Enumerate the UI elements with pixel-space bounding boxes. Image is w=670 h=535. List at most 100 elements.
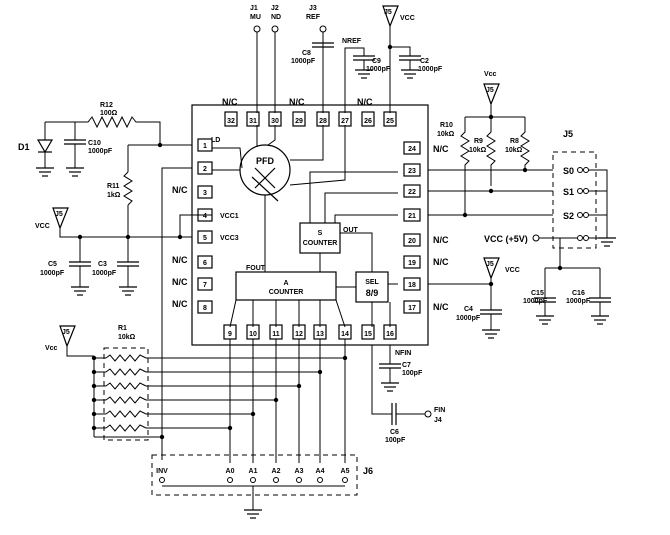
vcc5-terminal bbox=[532, 234, 540, 242]
r12-label: R12 bbox=[100, 102, 113, 109]
vcc1-label: VCC1 bbox=[220, 213, 239, 220]
j5-header bbox=[552, 151, 597, 249]
r9-resistor bbox=[486, 117, 496, 186]
r12-resistor bbox=[45, 115, 161, 145]
pin-6 bbox=[197, 255, 213, 269]
r1-resistor-5 bbox=[105, 424, 147, 432]
j5-header-label: J5 bbox=[563, 129, 573, 139]
j5-s0: S0 bbox=[563, 166, 574, 176]
j3-terminal bbox=[319, 25, 327, 33]
nc-20: N/C bbox=[433, 235, 449, 245]
r10-resistor bbox=[460, 117, 470, 215]
pin-32 bbox=[224, 111, 238, 127]
c10-label: C10 bbox=[88, 140, 101, 147]
pfd-circle bbox=[239, 144, 291, 196]
sel-label2: 8/9 bbox=[366, 288, 379, 298]
nc-17: N/C bbox=[433, 302, 449, 312]
j5-r1-symbol bbox=[59, 325, 76, 348]
pin-26 bbox=[361, 111, 375, 127]
c8-label: C8 bbox=[302, 50, 311, 57]
pin-12-label: 12 bbox=[295, 331, 303, 338]
pin-19 bbox=[403, 255, 421, 269]
pin-29 bbox=[292, 111, 306, 127]
r1-resistor-4 bbox=[105, 410, 147, 418]
j6-pin-INV: INV bbox=[156, 468, 168, 475]
pin-20 bbox=[403, 233, 421, 247]
r9-label: R9 bbox=[474, 138, 483, 145]
j5-r1-label: J5 bbox=[62, 329, 70, 336]
pin-21-label: 21 bbox=[408, 213, 416, 220]
j6-pin-A5: A5 bbox=[341, 468, 350, 475]
j5-top-label: J5 bbox=[384, 9, 392, 16]
c16-label: C16 bbox=[572, 290, 585, 297]
j2-terminal bbox=[271, 25, 279, 33]
r1-resistor-2 bbox=[105, 382, 147, 390]
j6-terminal-A5 bbox=[342, 477, 348, 483]
pin-23 bbox=[403, 163, 421, 177]
vcc-right: Vcc bbox=[484, 71, 497, 78]
r8-resistor bbox=[520, 117, 530, 170]
r9-value: 10kΩ bbox=[469, 147, 487, 154]
nc-7: N/C bbox=[172, 277, 188, 287]
j6-label: J6 bbox=[363, 466, 373, 476]
r1-resistor-1 bbox=[105, 368, 147, 376]
pin-22 bbox=[403, 184, 421, 198]
r1-resistor-3 bbox=[105, 396, 147, 404]
c10-value: 1000pF bbox=[88, 148, 113, 155]
s-counter-label1: S bbox=[318, 230, 323, 237]
pin-5 bbox=[197, 230, 213, 244]
pin-26-label: 26 bbox=[364, 118, 372, 125]
pin-7-label: 7 bbox=[203, 282, 207, 289]
c7-value: 100pF bbox=[402, 370, 423, 377]
pin-15 bbox=[361, 324, 375, 340]
pin-13-label: 13 bbox=[316, 331, 324, 338]
pin-8-label: 8 bbox=[203, 305, 207, 312]
j6-pin-A3: A3 bbox=[295, 468, 304, 475]
r8-label: R8 bbox=[510, 138, 519, 145]
pin-31 bbox=[246, 111, 260, 127]
j1-sub: MU bbox=[250, 14, 261, 21]
pin-1-label: 1 bbox=[203, 143, 207, 150]
c4-value: 1000pF bbox=[456, 315, 481, 322]
pin-24 bbox=[403, 141, 421, 155]
pin-16-label: 16 bbox=[386, 331, 394, 338]
c3-label: C3 bbox=[98, 261, 107, 268]
j4-label: J4 bbox=[434, 417, 442, 424]
d1-diode bbox=[36, 139, 54, 154]
r8-value: 10kΩ bbox=[505, 147, 523, 154]
d1-label: D1 bbox=[18, 142, 30, 152]
pin-10-label: 10 bbox=[249, 331, 257, 338]
a-counter-box bbox=[235, 271, 337, 301]
pin-24-label: 24 bbox=[408, 146, 416, 153]
c7-label: C7 bbox=[402, 362, 411, 369]
fin-label: FIN bbox=[434, 407, 445, 414]
pin-8 bbox=[197, 300, 213, 314]
c15-value: 1000pF bbox=[523, 298, 548, 305]
j6-terminal-A0 bbox=[227, 477, 233, 483]
pin-30-label: 30 bbox=[271, 118, 279, 125]
out-label: OUT bbox=[343, 227, 359, 234]
pfd-x2 bbox=[254, 167, 276, 189]
fout-label: FOUT bbox=[246, 265, 266, 272]
j5-right-label: J5 bbox=[486, 87, 494, 94]
j1-terminal bbox=[253, 25, 261, 33]
pin-29-label: 29 bbox=[295, 118, 303, 125]
j3-label: J3 bbox=[309, 5, 317, 12]
pin-15-label: 15 bbox=[364, 331, 372, 338]
pin-28-label: 28 bbox=[319, 118, 327, 125]
vcc-top: VCC bbox=[400, 15, 415, 22]
pin-32-label: 32 bbox=[227, 118, 235, 125]
j2-sub: ND bbox=[271, 14, 281, 21]
pin-25-label: 25 bbox=[386, 118, 394, 125]
r10-value: 10kΩ bbox=[437, 131, 455, 138]
vcc-pin18: VCC bbox=[505, 267, 520, 274]
c16-value: 1000pF bbox=[566, 298, 591, 305]
vcc5-label: VCC (+5V) bbox=[484, 234, 528, 244]
c5-value: 1000pF bbox=[40, 270, 65, 277]
j6-header bbox=[151, 454, 358, 496]
r1-package bbox=[103, 347, 149, 441]
vcc-left: VCC bbox=[35, 223, 50, 230]
